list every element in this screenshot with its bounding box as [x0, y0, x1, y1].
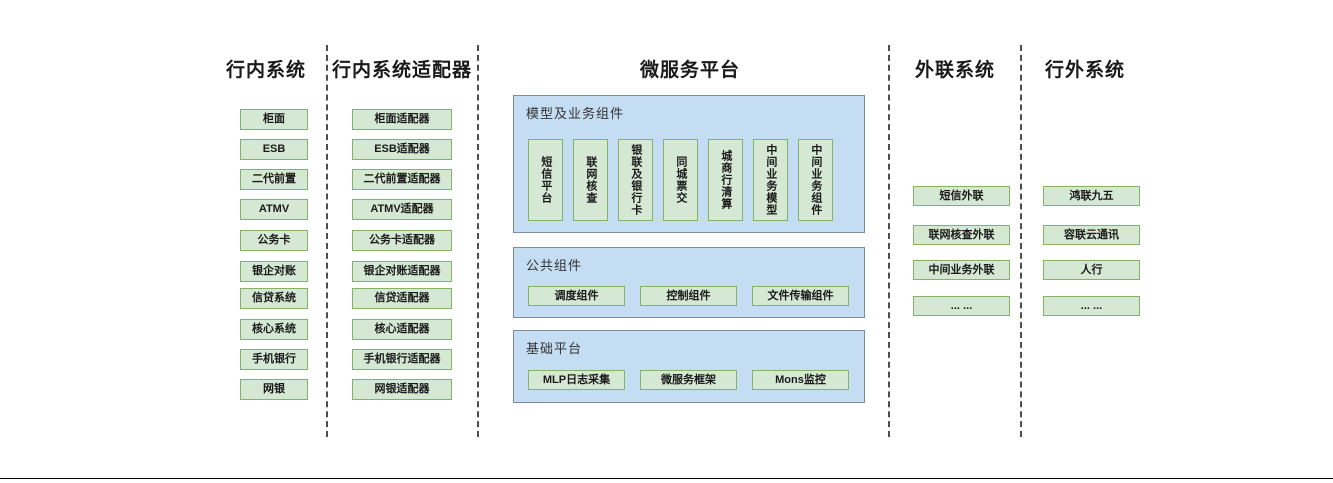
group-title-public-components: 公共组件 — [526, 258, 583, 273]
node-inner-adapter[interactable]: 信贷适配器 — [352, 288, 452, 309]
node-external-link-system[interactable]: 联网核查外联 — [913, 225, 1010, 245]
node-inner-adapter[interactable]: 网银适配器 — [352, 379, 452, 400]
column-divider-2 — [477, 45, 479, 437]
node-inner-system[interactable]: 信贷系统 — [240, 288, 308, 309]
node-base-platform-component[interactable]: MLP日志采集 — [528, 370, 625, 390]
node-outside-bank-system[interactable]: ... ... — [1043, 296, 1140, 316]
column-divider-1 — [326, 45, 328, 437]
node-outside-bank-system[interactable]: 人行 — [1043, 260, 1140, 280]
node-inner-adapter[interactable]: 银企对账适配器 — [352, 261, 452, 282]
node-inner-adapter[interactable]: 二代前置适配器 — [352, 169, 452, 190]
column-header-external-link-systems: 外联系统 — [914, 60, 995, 81]
node-inner-adapter[interactable]: ATMV适配器 — [352, 199, 452, 220]
column-header-outside-bank-systems: 行外系统 — [1044, 60, 1125, 81]
node-outside-bank-system[interactable]: 鸿联九五 — [1043, 186, 1140, 206]
column-header-microservice-platform: 微服务平台 — [639, 60, 740, 81]
node-inner-adapter[interactable]: 柜面适配器 — [352, 109, 452, 130]
node-external-link-system[interactable]: 短信外联 — [913, 186, 1010, 206]
node-public-component[interactable]: 控制组件 — [640, 286, 737, 306]
node-inner-system[interactable]: 二代前置 — [240, 169, 308, 190]
node-inner-adapter[interactable]: 手机银行适配器 — [352, 349, 452, 370]
footer-divider — [0, 478, 1333, 479]
node-base-platform-component[interactable]: Mons监控 — [752, 370, 849, 390]
node-public-component[interactable]: 文件传输组件 — [752, 286, 849, 306]
node-inner-adapter[interactable]: 公务卡适配器 — [352, 230, 452, 251]
node-inner-system[interactable]: ATMV — [240, 199, 308, 220]
group-public-components: 公共组件 — [513, 247, 865, 318]
node-inner-adapter[interactable]: ESB适配器 — [352, 139, 452, 160]
column-header-inner-adapters: 行内系统适配器 — [332, 60, 473, 81]
node-model-business-component[interactable]: 同城票交 — [663, 139, 698, 221]
node-inner-system[interactable]: ESB — [240, 139, 308, 160]
node-external-link-system[interactable]: 中间业务外联 — [913, 260, 1010, 280]
node-inner-system[interactable]: 公务卡 — [240, 230, 308, 251]
group-title-base-platform: 基础平台 — [526, 341, 583, 356]
column-header-inner-systems: 行内系统 — [225, 60, 306, 81]
node-inner-system[interactable]: 网银 — [240, 379, 308, 400]
node-inner-system[interactable]: 柜面 — [240, 109, 308, 130]
node-model-business-component[interactable]: 银联及银行卡 — [618, 139, 653, 221]
column-divider-3 — [888, 45, 890, 437]
node-model-business-component[interactable]: 城商行清算 — [708, 139, 743, 221]
column-divider-4 — [1020, 45, 1022, 437]
node-external-link-system[interactable]: ... ... — [913, 296, 1010, 316]
group-base-platform: 基础平台 — [513, 330, 865, 403]
node-public-component[interactable]: 调度组件 — [528, 286, 625, 306]
node-inner-system[interactable]: 银企对账 — [240, 261, 308, 282]
node-inner-system[interactable]: 核心系统 — [240, 319, 308, 340]
node-outside-bank-system[interactable]: 容联云通讯 — [1043, 225, 1140, 245]
node-model-business-component[interactable]: 中间业务模型 — [753, 139, 788, 221]
node-inner-system[interactable]: 手机银行 — [240, 349, 308, 370]
node-base-platform-component[interactable]: 微服务框架 — [640, 370, 737, 390]
node-model-business-component[interactable]: 短信平台 — [528, 139, 563, 221]
group-title-model-business-components: 模型及业务组件 — [526, 106, 625, 121]
node-model-business-component[interactable]: 联网核查 — [573, 139, 608, 221]
node-model-business-component[interactable]: 中间业务组件 — [798, 139, 833, 221]
node-inner-adapter[interactable]: 核心适配器 — [352, 319, 452, 340]
